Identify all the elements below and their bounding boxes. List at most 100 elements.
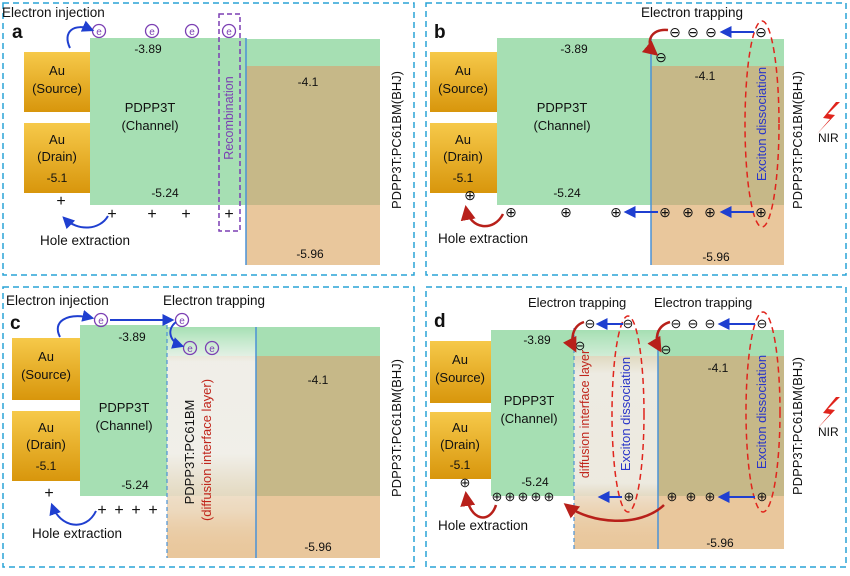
panel-letter: a <box>12 22 23 43</box>
panel-c: Au (Source) Au (Drain) -5.1 c Electron i… <box>2 286 415 568</box>
hole-symbol: + <box>131 502 140 519</box>
electron-symbol: ⊖ <box>585 316 596 331</box>
extracted-holes: ⊕ ⊕ ⊕ ⊕ ⊕ ⊕ ⊕ ⊕ ⊕ ⊕ ⊕ <box>460 475 768 504</box>
channel-lumo: -3.89 <box>560 42 588 56</box>
hole-symbol: ⊕ <box>624 489 635 504</box>
drain-electrode <box>24 123 90 193</box>
nir-label: NIR <box>818 131 839 145</box>
electron-symbol: ⊖ <box>688 316 699 331</box>
channel-block <box>497 38 651 205</box>
electron-symbol: ⊖ <box>575 338 586 353</box>
electron-mark <box>204 340 220 356</box>
hole-symbol: + <box>56 193 65 210</box>
electron-symbol: e <box>96 27 102 38</box>
electron-symbol: ⊖ <box>705 316 716 331</box>
hole-symbol: ⊕ <box>505 489 516 504</box>
hole-symbol: ⊕ <box>544 489 555 504</box>
drain-electrode <box>430 123 497 193</box>
diffusion-interface-label: (diffusion interface layer) <box>199 379 214 521</box>
panel-a: Au (Source) Au (Drain) -5.1 a Electron i… <box>2 2 415 276</box>
source-electrode <box>12 338 80 400</box>
channel-sublabel: (Channel) <box>95 418 152 433</box>
electron-injection-label: Electron injection <box>6 293 109 308</box>
extraction-arrow <box>62 215 109 230</box>
bhj-gap-band <box>246 66 380 205</box>
channel-lumo: -3.89 <box>134 42 162 56</box>
channel-homo: -5.24 <box>553 186 581 200</box>
extracted-holes: ⊕ ⊕ ⊕ ⊕ ⊕ ⊕ ⊕ ⊕ <box>464 187 767 220</box>
panel-border <box>425 286 847 568</box>
channel-label: PDPP3T <box>537 100 588 115</box>
diffusion-interface-label: diffusion interface layer <box>578 350 592 478</box>
electron-symbol: e <box>226 27 232 38</box>
hole-extraction-label: Hole extraction <box>32 526 122 541</box>
trapped-electrons: ⊖ ⊖ ⊖ ⊖ ⊖ <box>655 24 767 65</box>
hole-symbol: ⊕ <box>757 489 768 504</box>
drain-label: Au <box>38 420 54 435</box>
source-label: Au <box>49 63 65 78</box>
hole-transfer-curve <box>563 503 665 523</box>
hole-extraction-label: Hole extraction <box>438 231 528 246</box>
hole-symbol: ⊕ <box>610 204 622 220</box>
hole-symbol: + <box>44 485 53 502</box>
hole-symbol: ⊕ <box>505 204 517 220</box>
bhj-homo: -5.96 <box>706 536 734 550</box>
bhj-homo-band <box>651 205 784 265</box>
electron-symbol: ⊖ <box>661 342 672 357</box>
channel-label: PDPP3T <box>125 100 176 115</box>
drain-electrode <box>12 411 80 481</box>
drain-sublabel: (Drain) <box>443 149 483 164</box>
trapping-arrow <box>641 28 669 56</box>
hole-symbol: ⊕ <box>492 489 503 504</box>
hole-extraction-label: Hole extraction <box>438 518 528 533</box>
electron-marks: e e e e <box>93 312 220 356</box>
injection-arrow <box>66 20 95 49</box>
electron-symbol: e <box>187 344 193 355</box>
nir-label: NIR <box>818 425 839 439</box>
electron-mark <box>221 23 237 39</box>
hole-symbol: + <box>224 206 233 223</box>
electron-symbol: e <box>98 316 104 327</box>
hole-symbol: ⊕ <box>464 187 476 203</box>
channel-sublabel: (Channel) <box>500 411 557 426</box>
hole-extraction-label: Hole extraction <box>40 233 130 248</box>
hole-symbol: ⊕ <box>460 475 471 490</box>
electron-symbol: ⊖ <box>755 24 767 40</box>
drain-label: Au <box>452 420 468 435</box>
source-electrode <box>24 52 90 112</box>
hole-symbol: + <box>114 502 123 519</box>
exciton-ellipse <box>744 20 780 228</box>
recombination-label: Recombination <box>222 76 236 159</box>
panel-letter: b <box>434 22 446 43</box>
bhj-label: PDPP3T:PC61BM(BHJ) <box>389 359 404 497</box>
electron-symbol: ⊖ <box>687 24 699 40</box>
panel-d: Au (Source) Au (Drain) -5.1 d Electron t… <box>425 286 847 568</box>
bhj-lumo: -4.1 <box>298 75 319 89</box>
hole-symbol: + <box>147 206 156 223</box>
source-label: Au <box>38 349 54 364</box>
channel-label: PDPP3T <box>504 393 555 408</box>
interface-composition-label: PDPP3T:PC61BM <box>182 400 197 505</box>
hole-symbol: ⊕ <box>560 204 572 220</box>
source-electrode <box>430 52 497 112</box>
panel-letter: c <box>10 313 21 334</box>
bhj-label: PDPP3T:PC61BM(BHJ) <box>790 71 805 209</box>
electron-symbol: ⊖ <box>671 316 682 331</box>
electron-symbol: ⊖ <box>655 49 667 65</box>
bhj-homo: -5.96 <box>702 250 730 264</box>
channel-homo: -5.24 <box>521 475 549 489</box>
exciton-ellipse <box>611 315 645 513</box>
panel-letter: d <box>434 311 446 332</box>
nir-lightning-icon <box>817 397 840 429</box>
hole-symbol: ⊕ <box>667 489 678 504</box>
panel-b: Au (Source) Au (Drain) -5.1 b Electron t… <box>425 2 847 276</box>
recombination-box <box>218 13 241 232</box>
electron-symbol: ⊖ <box>705 24 717 40</box>
hole-symbol: ⊕ <box>704 204 716 220</box>
hole-symbol: ⊕ <box>518 489 529 504</box>
source-sublabel: (Source) <box>438 81 488 96</box>
nir-lightning-icon <box>817 102 840 134</box>
hole-symbol: + <box>97 502 106 519</box>
